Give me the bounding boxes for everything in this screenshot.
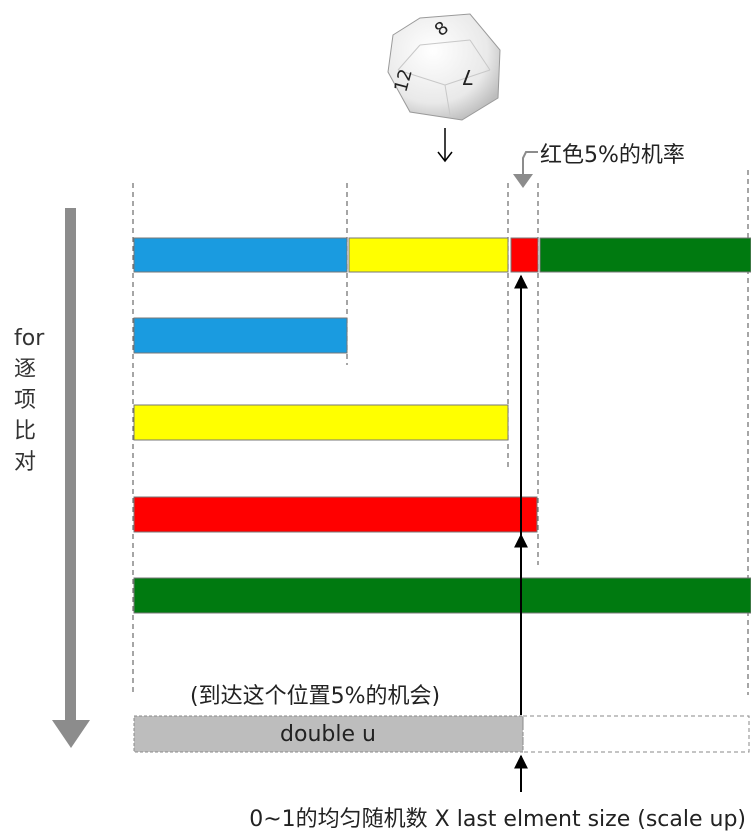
bottom-formula-label: 0~1的均匀随机数 X last elment size (scale up) [249, 807, 746, 832]
cumulative-segment-yellow [348, 237, 509, 273]
bar-red [133, 496, 538, 533]
loop-label-char-2: 项 [14, 388, 36, 413]
double-u-remainder [522, 715, 750, 753]
die-number-7: 7 [461, 65, 474, 89]
cumulative-segment-red [510, 237, 539, 273]
loop-label-char-3: 比 [14, 419, 36, 444]
red-chance-callout: 红色5%的机率 [513, 143, 685, 188]
loop-label-char-1: 逐 [14, 357, 36, 382]
loop-arrow [52, 208, 90, 748]
loop-label-for: for [14, 326, 45, 351]
cumulative-segment-blue [133, 237, 348, 273]
double-u-bar: double u [133, 715, 750, 753]
loop-label-char-4: 对 [14, 450, 36, 475]
bar-green [133, 577, 751, 614]
cumulative-segment-green [539, 237, 751, 273]
double-u-label: double u [280, 722, 376, 747]
cumulative-bar [133, 237, 751, 273]
reach-chance-label: (到达这个位置5%的机会) [190, 684, 440, 709]
bar-blue [133, 317, 348, 354]
loop-label: for 逐 项 比 对 [8, 318, 58, 503]
d12-die-icon: 8 12 7 [387, 13, 501, 121]
die-down-arrow [437, 128, 453, 163]
bar-yellow [133, 404, 509, 441]
red-chance-label: 红色5%的机率 [540, 143, 685, 168]
